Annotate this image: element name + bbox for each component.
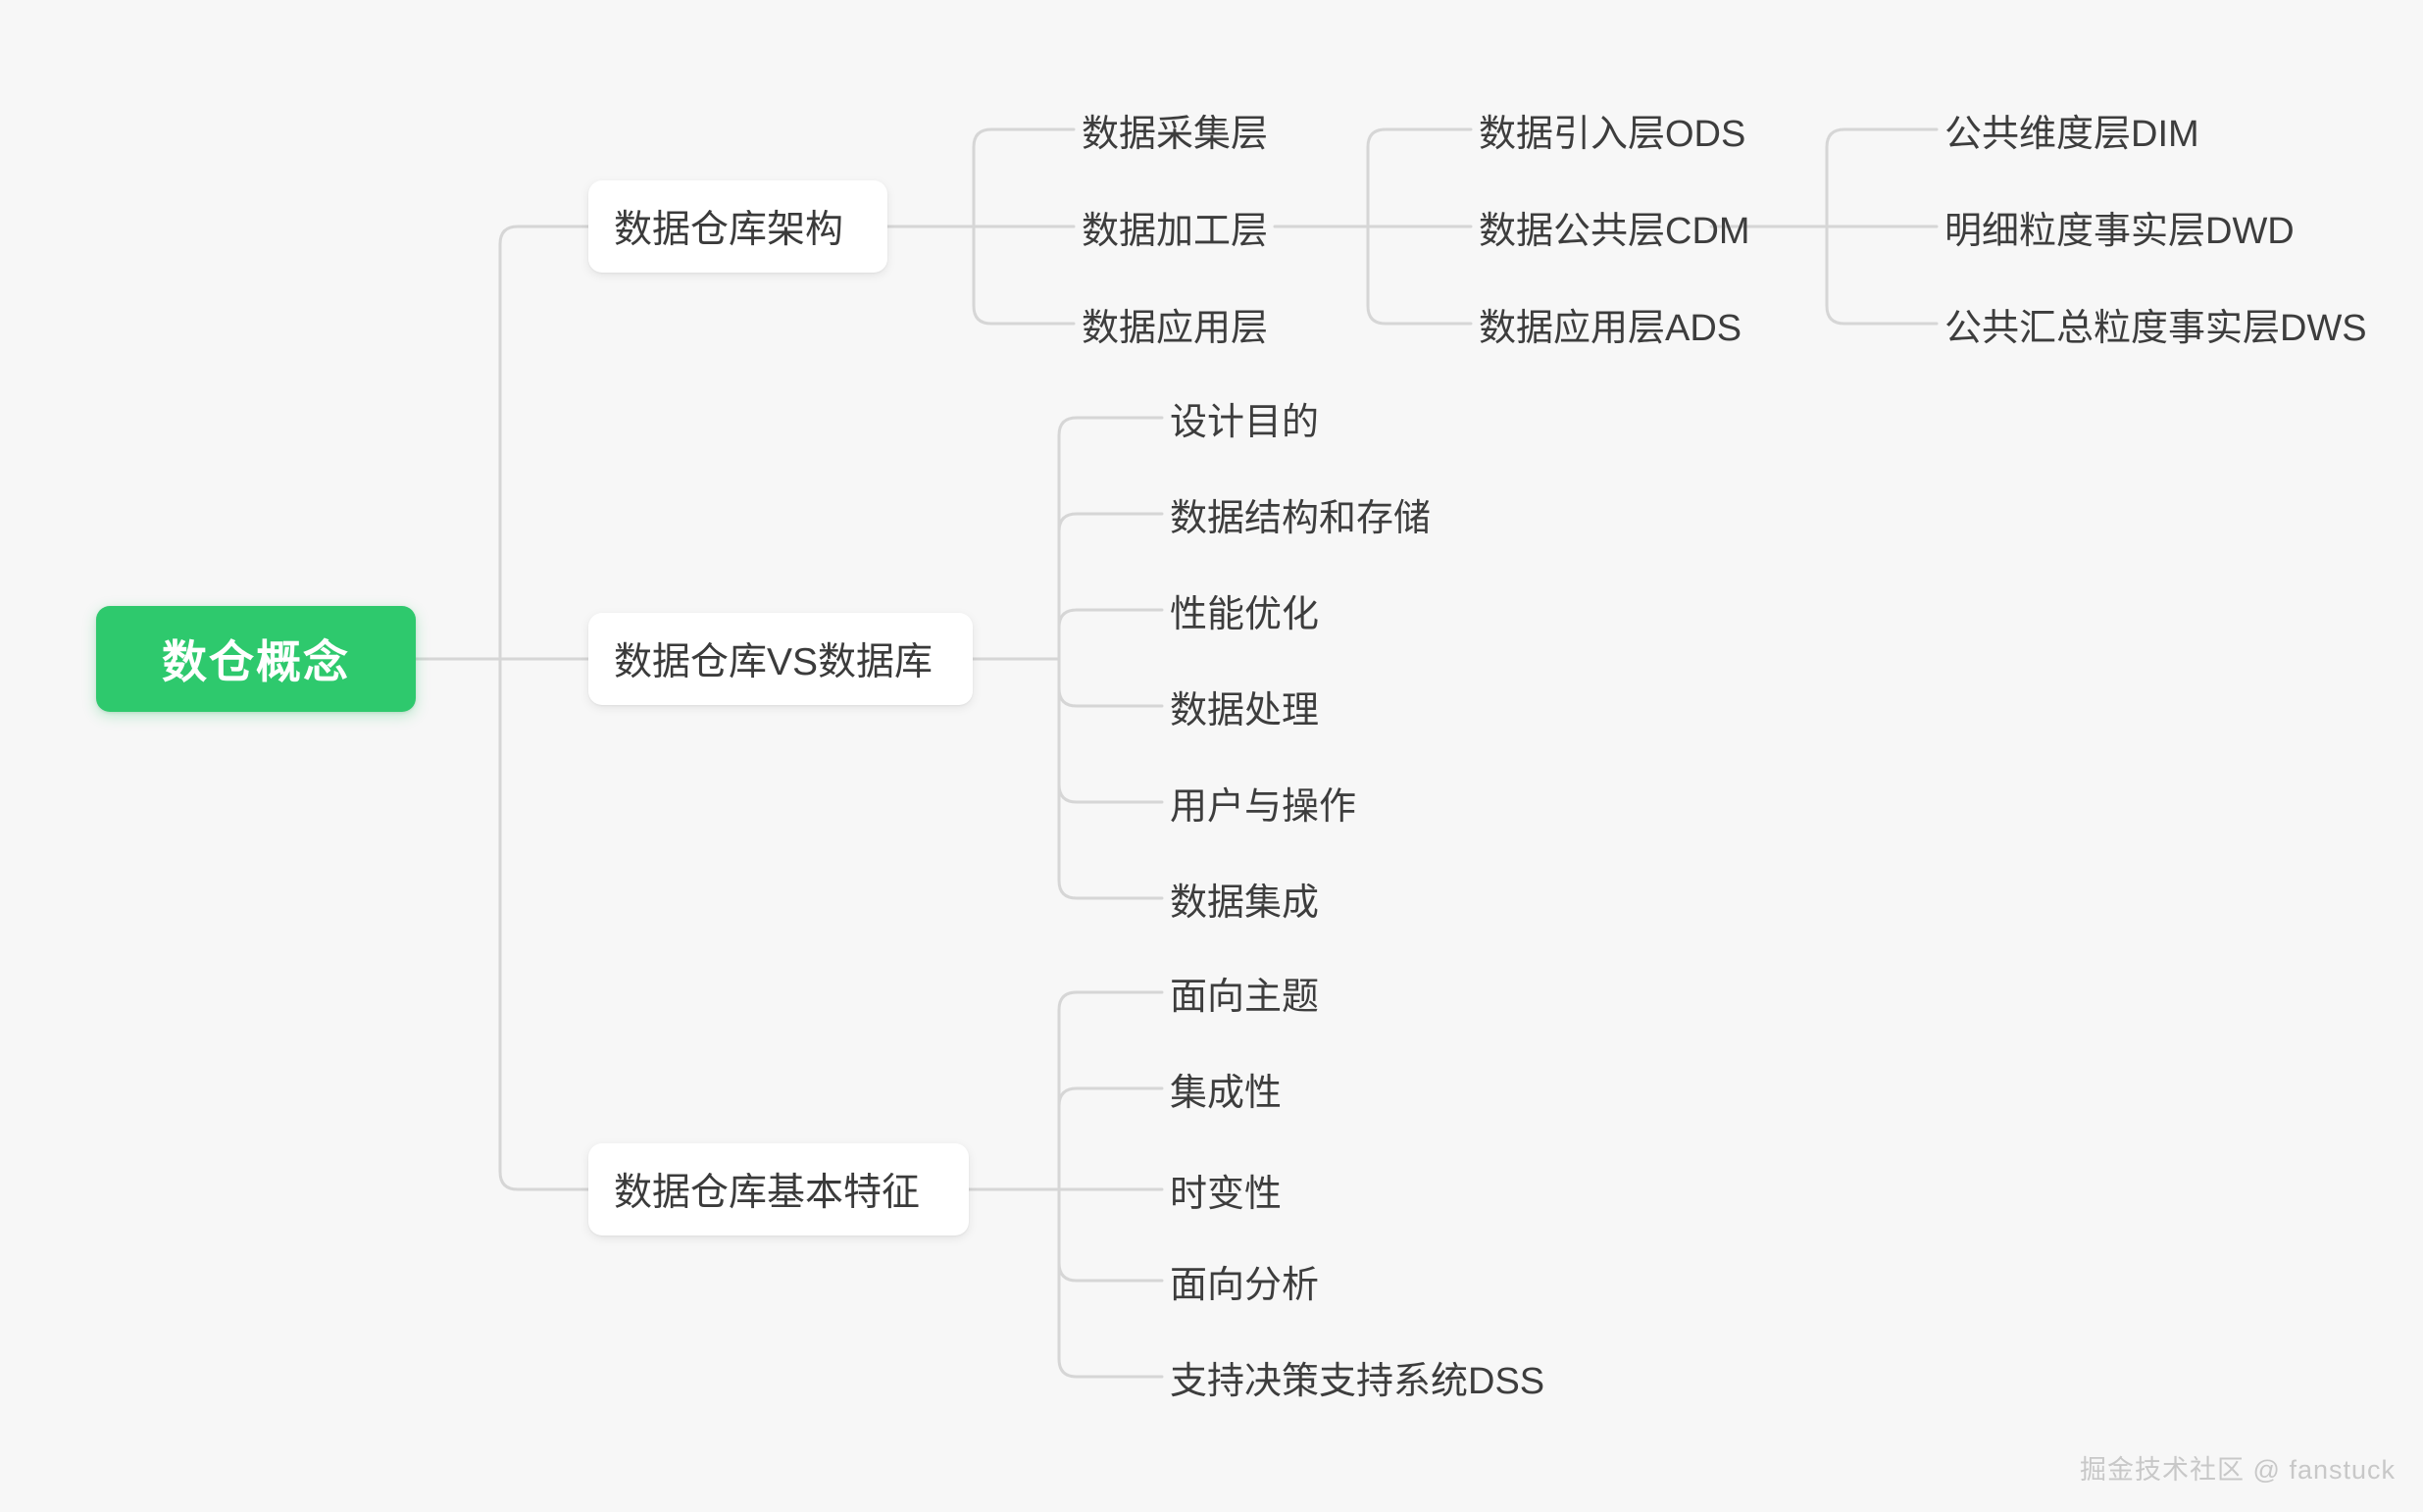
edge-b1-c3 <box>972 225 1076 326</box>
leaf-node-label: 设计目的 <box>1170 401 1320 443</box>
leaf-node-dwd[interactable]: 明细粒度事实层DWD <box>1944 201 2295 252</box>
leaf-node-data-application-layer[interactable]: 数据应用层 <box>1082 298 1268 349</box>
root-node-label: 数仓概念 <box>162 636 350 687</box>
edge-root-to-b3 <box>498 657 590 1191</box>
leaf-node-label: 集成性 <box>1170 1072 1283 1114</box>
leaf-node-users-operations[interactable]: 用户与操作 <box>1170 777 1356 828</box>
leaf-node-label: 数据集成 <box>1170 882 1320 924</box>
edge-b2-c6 <box>1057 657 1164 900</box>
leaf-node-label: 面向分析 <box>1170 1264 1320 1306</box>
edge-b2-c5 <box>1057 657 1164 804</box>
leaf-node-performance-optimization[interactable]: 性能优化 <box>1170 584 1319 635</box>
edge-b2-c2 <box>1057 512 1164 661</box>
leaf-node-data-processing[interactable]: 数据处理 <box>1170 680 1319 731</box>
leaf-node-subject-oriented[interactable]: 面向主题 <box>1170 967 1319 1018</box>
leaf-node-label: 支持决策支持系统DSS <box>1170 1360 1545 1402</box>
edge-cdm-dim <box>1825 127 1939 228</box>
edge-root-to-b1 <box>498 225 590 661</box>
leaf-node-cdm[interactable]: 数据公共层CDM <box>1479 201 1750 252</box>
leaf-node-label: 数据引入层ODS <box>1479 113 1746 155</box>
edge-b3-c2 <box>1057 1086 1164 1191</box>
branch-node-warehouse-basic-features[interactable]: 数据仓库基本特征 <box>588 1143 969 1235</box>
leaf-node-label: 数据处理 <box>1170 689 1320 731</box>
leaf-node-ads[interactable]: 数据应用层ADS <box>1479 298 1742 349</box>
leaf-node-label: 公共汇总粒度事实层DWS <box>1944 307 2367 349</box>
edge-c2-ods <box>1366 127 1473 228</box>
edge-b2-c1 <box>1057 416 1164 661</box>
leaf-node-time-variant[interactable]: 时变性 <box>1170 1164 1282 1215</box>
leaf-node-label: 数据应用层ADS <box>1479 307 1742 349</box>
edge-b2-c3 <box>1057 608 1164 661</box>
branch-node-label: 数据仓库基本特征 <box>614 1172 921 1214</box>
branch-node-warehouse-vs-database[interactable]: 数据仓库VS数据库 <box>588 613 973 705</box>
edge-b3-c4 <box>1057 1187 1164 1283</box>
leaf-node-design-purpose[interactable]: 设计目的 <box>1170 392 1319 443</box>
leaf-node-label: 数据公共层CDM <box>1479 210 1750 252</box>
edge-b1-c1 <box>972 127 1076 228</box>
leaf-node-label: 数据结构和存储 <box>1170 497 1432 539</box>
edge-b3-c1 <box>1057 990 1164 1191</box>
leaf-node-dim[interactable]: 公共维度层DIM <box>1944 104 2199 155</box>
branch-node-label: 数据仓库VS数据库 <box>614 641 934 683</box>
leaf-node-label: 面向主题 <box>1170 976 1320 1018</box>
leaf-node-label: 时变性 <box>1170 1173 1283 1215</box>
leaf-node-label: 数据采集层 <box>1082 113 1269 155</box>
leaf-node-analysis-oriented[interactable]: 面向分析 <box>1170 1255 1319 1306</box>
root-node[interactable]: 数仓概念 <box>96 606 416 712</box>
edge-cdm-dws <box>1825 225 1939 326</box>
leaf-node-label: 公共维度层DIM <box>1944 113 2199 155</box>
leaf-node-label: 数据应用层 <box>1082 307 1269 349</box>
edge-b2-c4 <box>1057 657 1164 708</box>
edge-c2-ads <box>1366 225 1473 326</box>
leaf-node-label: 明细粒度事实层DWD <box>1944 210 2295 252</box>
leaf-node-label: 性能优化 <box>1170 593 1320 635</box>
leaf-node-label: 数据加工层 <box>1082 210 1269 252</box>
leaf-node-dss[interactable]: 支持决策支持系统DSS <box>1170 1351 1544 1402</box>
leaf-node-ods[interactable]: 数据引入层ODS <box>1479 104 1745 155</box>
leaf-node-data-integration[interactable]: 数据集成 <box>1170 873 1319 924</box>
leaf-node-data-collection-layer[interactable]: 数据采集层 <box>1082 104 1268 155</box>
leaf-node-integrated[interactable]: 集成性 <box>1170 1063 1282 1114</box>
leaf-node-dws[interactable]: 公共汇总粒度事实层DWS <box>1944 298 2367 349</box>
leaf-node-data-processing-layer[interactable]: 数据加工层 <box>1082 201 1268 252</box>
leaf-node-data-structure-storage[interactable]: 数据结构和存储 <box>1170 488 1431 539</box>
leaf-node-label: 用户与操作 <box>1170 785 1357 828</box>
branch-node-label: 数据仓库架构 <box>614 209 844 251</box>
watermark: 掘金技术社区 @ fanstuck <box>2080 1455 2396 1485</box>
branch-node-data-warehouse-architecture[interactable]: 数据仓库架构 <box>588 180 887 273</box>
edge-b3-c5 <box>1057 1187 1164 1379</box>
